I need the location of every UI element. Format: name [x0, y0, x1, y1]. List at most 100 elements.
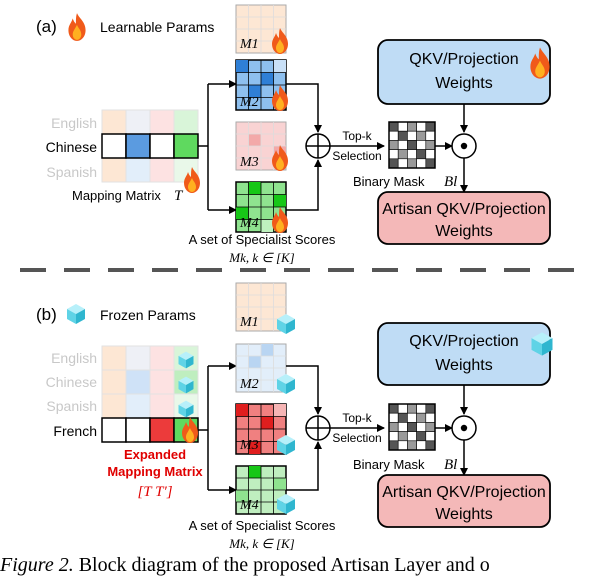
matrix-label-m1: M1 [239, 37, 259, 52]
mask-cell [425, 431, 436, 442]
legend-frozen-text: Frozen Params [100, 307, 196, 323]
topk-label: Top-k [342, 411, 372, 425]
mask-cell [416, 422, 427, 432]
mask-cell [397, 422, 408, 432]
mask-cell [397, 431, 408, 442]
expanded-label-math: [T T′] [137, 484, 172, 500]
artisan-weights-box: Artisan QKV/Projection Weights [377, 191, 551, 245]
mapping-symbol-t: T [174, 188, 184, 204]
selection-label: Selection [332, 431, 381, 445]
sum-operator [305, 133, 331, 159]
mask-cell [425, 158, 436, 169]
mask-cell [407, 403, 417, 414]
expanded-label-line2: Mapping Matrix [107, 464, 203, 479]
mask-cell [407, 440, 417, 451]
mask-cell [416, 149, 427, 160]
binary-mask-symbol: Bl [444, 174, 457, 190]
qkv-line2: Weights [435, 357, 493, 374]
mask-border [388, 403, 436, 451]
mask-cell [416, 158, 427, 169]
binary-mask-label: Binary Mask [353, 457, 425, 472]
specialist-scores-label: A set of Specialist Scores [189, 232, 336, 247]
figure-caption: Figure 2. Block diagram of the proposed … [0, 555, 604, 575]
panel-a: (a) Learnable Params English Chinese Spa… [36, 4, 551, 265]
mask-cell [416, 403, 427, 414]
mask-cell [416, 431, 427, 442]
mask-cell [416, 440, 427, 451]
mask-cell [388, 440, 399, 451]
elementwise-product-operator [451, 415, 477, 441]
specialist-scores-math: Mk, k ∈ [K] [228, 536, 294, 551]
language-label-english: English [51, 350, 97, 366]
expanded-mapping-matrix: English Chinese Spanish French Expanded … [46, 345, 203, 500]
qkv-weights-box: QKV/Projection Weights [377, 39, 551, 105]
artisan-line2: Weights [435, 223, 493, 240]
fire-icon [68, 13, 86, 41]
mask-cell [388, 422, 399, 432]
mask-cell [425, 422, 436, 432]
mask-cell [397, 140, 408, 150]
mask-cell [388, 158, 399, 169]
binary-mask [388, 121, 436, 169]
specialist-m4: M4 [235, 181, 288, 233]
specialist-scores-label: A set of Specialist Scores [189, 518, 336, 533]
mask-cell [388, 403, 399, 414]
mask-cell [397, 403, 408, 414]
mask-cell [407, 149, 417, 160]
specialist-m2: M2 [235, 59, 288, 111]
mask-cell [416, 130, 427, 141]
binary-mask-label: Binary Mask [353, 174, 425, 189]
artisan-line1: Artisan QKV/Projection [382, 201, 546, 218]
matrix-label-m2: M2 [239, 95, 259, 110]
mask-cell [407, 140, 417, 150]
matrix-label-m4: M4 [239, 498, 259, 513]
matrix-label-m4: M4 [239, 216, 259, 231]
caption-figure-label: Figure 2. [0, 554, 74, 576]
legend-learnable-text: Learnable Params [100, 19, 214, 35]
mask-cell [397, 149, 408, 160]
specialist-m1: M1 [235, 4, 288, 54]
mask-cell [407, 412, 417, 423]
language-label-spanish: Spanish [46, 164, 97, 180]
mask-cell [425, 440, 436, 451]
language-label-spanish: Spanish [46, 398, 97, 414]
mask-cell [416, 140, 427, 150]
qkv-weights-box: QKV/Projection Weights [377, 322, 553, 386]
language-label-english: English [51, 115, 97, 131]
mask-cell [407, 121, 417, 132]
mask-cell [407, 130, 417, 141]
specialist-m2: M2 [235, 343, 295, 394]
specialist-m3: M3 [235, 121, 288, 171]
mask-cell [407, 158, 417, 169]
binary-mask [388, 403, 436, 451]
mapping-matrix: English Chinese Spanish Mapping Matrix T [46, 109, 200, 204]
qkv-line1: QKV/Projection [409, 333, 518, 350]
mask-cell [397, 121, 408, 132]
mask-cell [407, 431, 417, 442]
mask-cell [388, 431, 399, 442]
mask-cell [416, 121, 427, 132]
panel-b-label: (b) [36, 305, 57, 324]
specialist-m1: M1 [235, 282, 295, 334]
language-label-chinese: Chinese [46, 374, 98, 390]
specialist-scores-math: Mk, k ∈ [K] [228, 250, 294, 265]
matrix-label-m3: M3 [239, 155, 259, 170]
mask-cell [388, 412, 399, 423]
expanded-label-line1: Expanded [124, 447, 186, 462]
mask-cell [388, 121, 399, 132]
mask-border [388, 121, 436, 169]
mask-cell [425, 403, 436, 414]
mask-cell [388, 140, 399, 150]
matrix-label-m2: M2 [239, 377, 259, 392]
binary-mask-symbol: Bl [444, 457, 457, 473]
mask-cell [407, 422, 417, 432]
elementwise-product-operator [451, 133, 477, 159]
mask-cell [425, 140, 436, 150]
mask-cell [416, 412, 427, 423]
mapping-matrix-label: Mapping Matrix [72, 188, 161, 203]
panel-a-label: (a) [36, 17, 57, 36]
mask-cell [425, 412, 436, 423]
mask-cell [425, 121, 436, 132]
artisan-line2: Weights [435, 506, 493, 523]
mask-cell [388, 149, 399, 160]
